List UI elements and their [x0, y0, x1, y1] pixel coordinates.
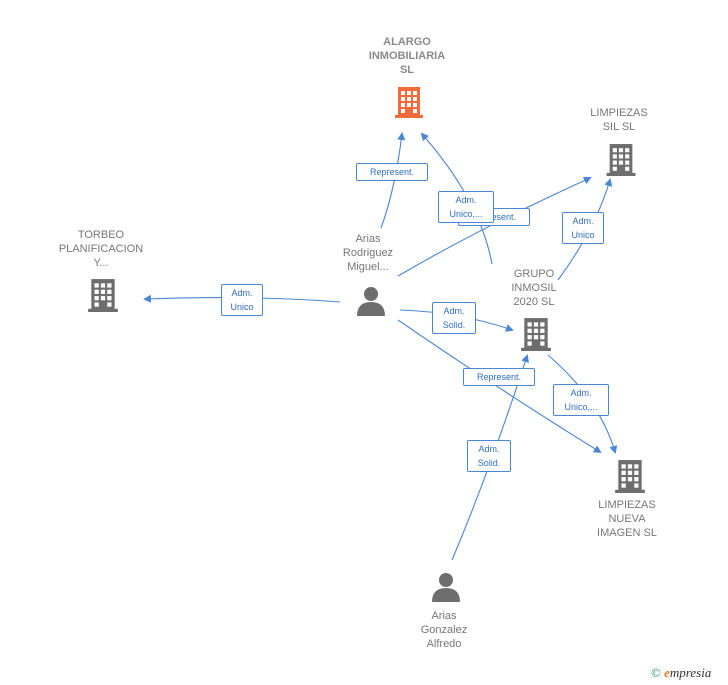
edge-label-adm-unico[interactable]: Adm.Unico,...	[553, 384, 609, 416]
person-icon[interactable]	[431, 572, 461, 602]
edge-label-adm-unico[interactable]: Adm.Unico	[562, 212, 604, 244]
person-icon[interactable]	[356, 286, 386, 316]
edge-label-represent[interactable]: Represent.	[463, 368, 535, 386]
building-icon[interactable]	[614, 459, 646, 493]
edge-line-rodriguez-nueva	[397, 319, 602, 454]
edge-label-adm-solid[interactable]: Adm.Solid.	[432, 302, 476, 334]
building-icon[interactable]	[606, 143, 636, 176]
edge-line-rodriguez-sil	[397, 176, 592, 277]
building-icon[interactable]	[395, 86, 423, 118]
copyright-icon: ©	[651, 665, 661, 680]
edge-label-adm-solid[interactable]: Adm.Solid.	[467, 440, 511, 472]
edge-line-rodriguez-alargo	[380, 132, 406, 229]
brand-logo: empresia	[664, 665, 712, 680]
building-icon[interactable]	[520, 317, 552, 351]
edge-label-adm-unico[interactable]: Adm.Unico	[221, 284, 263, 316]
edge-label-adm-unico[interactable]: Adm.Unico,...	[438, 191, 494, 223]
footer-brand: © empresia	[651, 665, 711, 681]
building-icon[interactable]	[87, 278, 119, 312]
edge-label-represent[interactable]: Represent.	[356, 163, 428, 181]
